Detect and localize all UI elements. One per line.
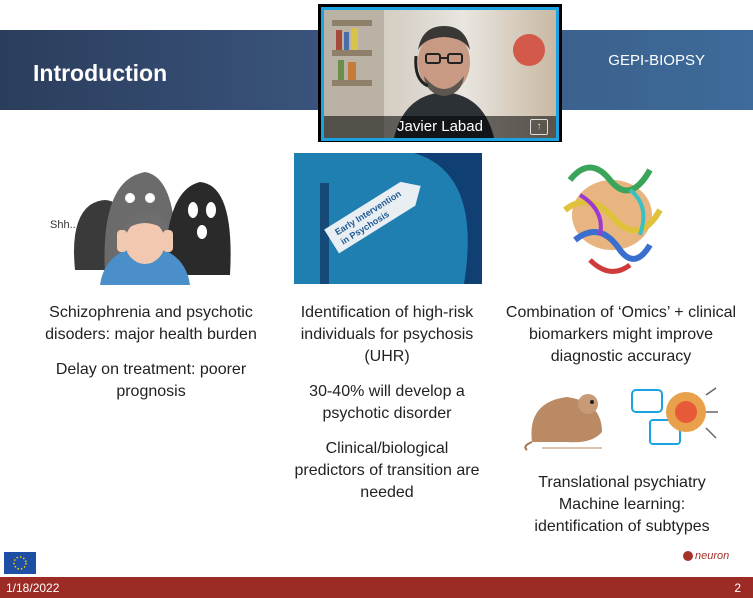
project-name: GEPI-BIOPSY — [608, 52, 705, 69]
column-1-paragraph: Delay on treatment: poorer prognosis — [55, 361, 247, 400]
column-3-paragraph: Combination of ‘Omics’ + clinical biomar… — [505, 304, 737, 365]
column-3-bottom: Translational psychiatry Machine learnin… — [514, 472, 730, 551]
early-intervention-sign-image: Early Intervention in Psychosis — [294, 153, 482, 284]
slide-date: 1/18/2022 — [6, 581, 60, 595]
neuron-logo-icon — [683, 551, 693, 562]
brain-machine-learning-icon — [631, 387, 718, 445]
neuron-logo-text: neuron — [695, 550, 730, 562]
video-tile[interactable]: Javier Labad ↑ — [318, 4, 562, 142]
protein-structure-image — [563, 164, 663, 274]
share-screen-icon[interactable]: ↑ — [530, 119, 548, 135]
column-3-paragraph: Translational psychiatry Machine learnin… — [534, 474, 710, 535]
column-2-paragraph: 30-40% will develop a psychotic disorder — [309, 383, 465, 422]
video-frame: Javier Labad ↑ — [321, 7, 559, 141]
column-2: Identification of high-risk individuals … — [293, 302, 481, 517]
neuron-logo: neuron — [683, 550, 729, 562]
column-2-paragraph: Clinical/biological predictors of transi… — [294, 440, 480, 501]
column-2-paragraph: Identification of high-risk individuals … — [300, 304, 474, 365]
ghosts-illustration: Shh.. — [50, 172, 231, 285]
participant-name: Javier Labad — [324, 116, 556, 138]
page-number: 2 — [734, 581, 741, 595]
slide-footer: 1/18/2022 2 — [0, 577, 753, 598]
mouse-illustration — [524, 394, 602, 451]
column-1-paragraph: Schizophrenia and psychotic disoders: ma… — [45, 304, 257, 343]
eu-flag-logo — [4, 552, 36, 574]
column-3: Combination of ‘Omics’ + clinical biomar… — [505, 302, 737, 381]
shh-text: Shh.. — [50, 219, 76, 231]
column-1: Schizophrenia and psychotic disoders: ma… — [32, 302, 270, 416]
slide-title: Introduction — [33, 60, 168, 86]
